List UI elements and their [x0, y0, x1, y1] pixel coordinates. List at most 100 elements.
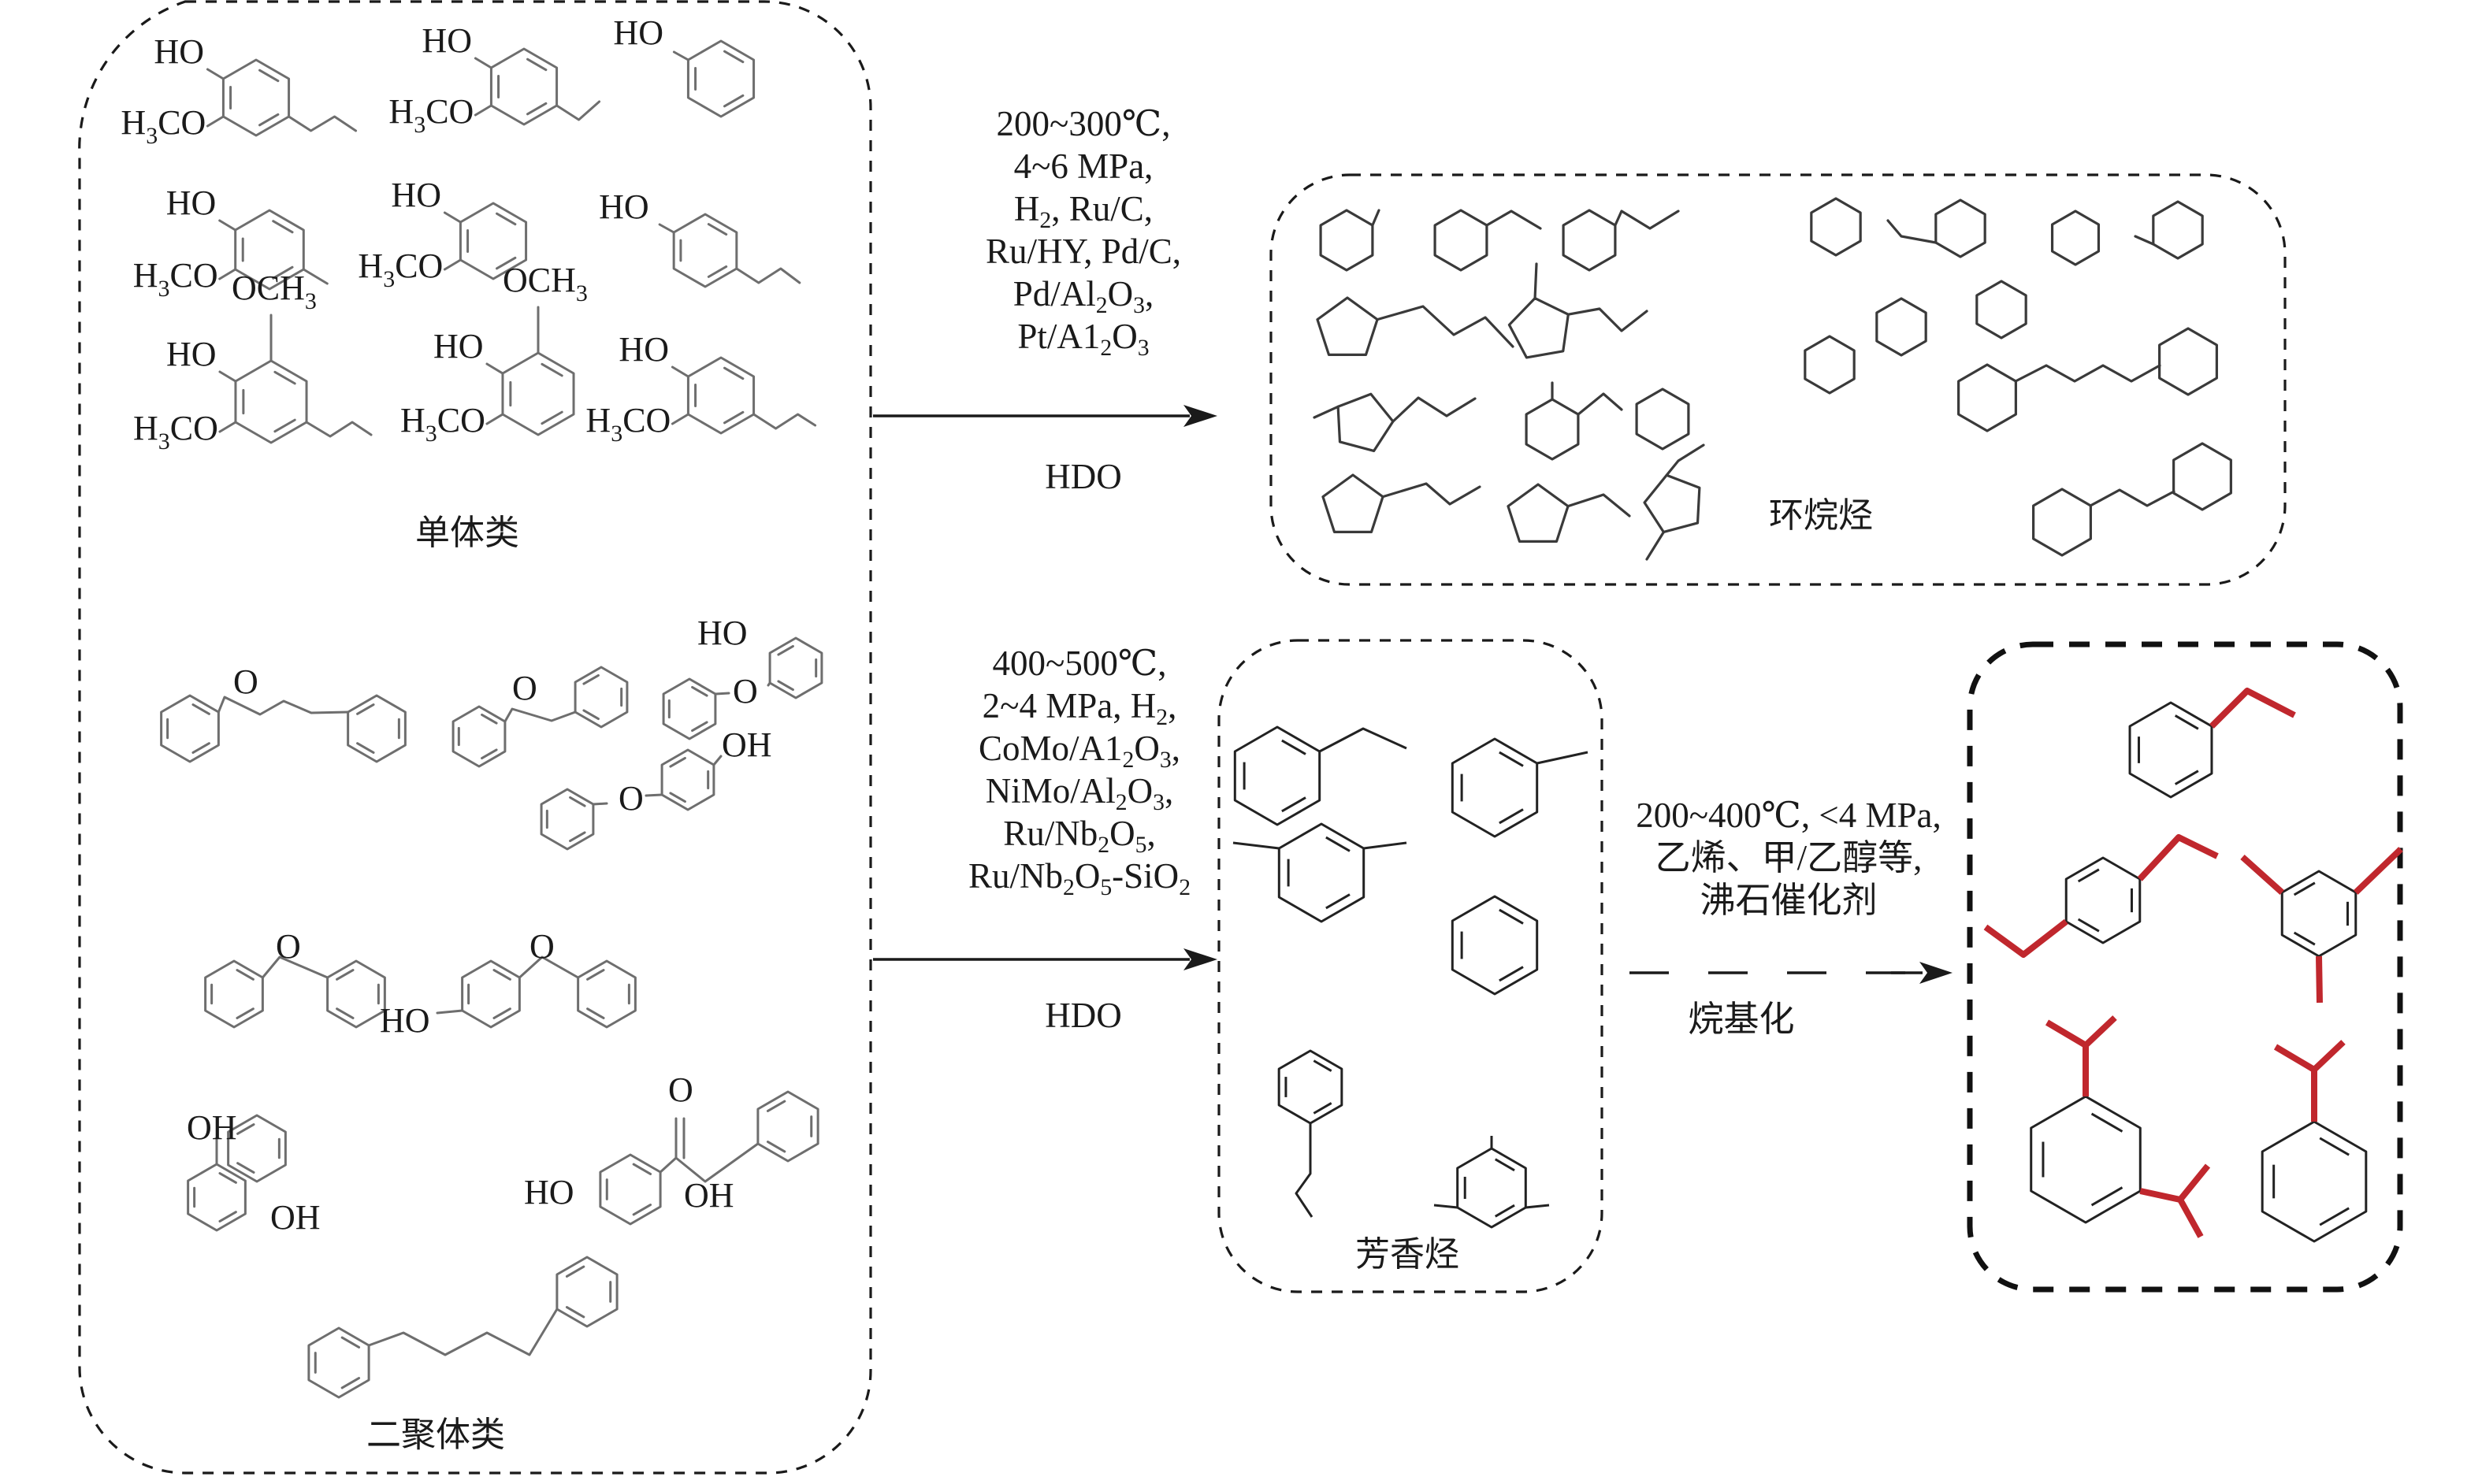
chain-bond [518, 955, 580, 979]
alkylated-aromatic-group-box [1967, 641, 2403, 1293]
ring-bond [307, 1326, 370, 1399]
bond [582, 673, 600, 685]
condition-line: Ru/HY, Pd/C, [985, 232, 1181, 271]
bond [766, 1141, 786, 1153]
methoxy-label: OCH3 [503, 261, 588, 306]
ring-bond [577, 959, 637, 1029]
bond [496, 212, 517, 226]
ring-bond [160, 694, 220, 763]
bond [273, 418, 296, 433]
chain-bond [503, 707, 577, 723]
cycloalkane-group-box [1269, 173, 2287, 586]
chain-bond [1376, 305, 1514, 348]
condition-line: Ru/Nb2O5, [1003, 814, 1156, 858]
bond [236, 1007, 255, 1019]
chain-bond [1577, 392, 1623, 416]
bond [218, 268, 237, 280]
ether-oxygen-label: O [276, 927, 301, 966]
ring-bond [451, 705, 507, 768]
molecule-1-methyl-3-propylcyclopentane [1313, 392, 1477, 453]
ring-bond [2261, 1120, 2368, 1243]
bond [443, 258, 462, 271]
hydroxyl-label: HO [524, 1173, 574, 1211]
condition-line: Pt/A12O3 [1017, 317, 1150, 361]
molecule-1-ethyl-3-methylcyclopentane [1643, 443, 1705, 561]
bond [1325, 893, 1351, 910]
bond [492, 969, 511, 981]
monomers-group-label: 单体类 [415, 513, 519, 553]
chain-bond [1381, 482, 1481, 506]
bond [565, 1306, 585, 1319]
molecule-4-ethylguaiacol: HO H3CO [388, 21, 601, 138]
ether-oxygen-label: O [233, 662, 258, 701]
molecule-1-ethyl-2-methylcyclohexane [1525, 381, 1623, 461]
ring-bond [1525, 398, 1580, 461]
bond [565, 1265, 585, 1278]
bond [218, 1211, 237, 1222]
ring-bond [204, 959, 264, 1029]
methoxy-label: H3CO [388, 92, 474, 138]
ring-bond [1635, 388, 1690, 451]
molecule-cumene [2261, 1040, 2368, 1243]
bond [340, 1336, 361, 1349]
ring-bond [672, 213, 738, 288]
bond [481, 713, 498, 725]
ring-bond [501, 351, 575, 436]
bond [2316, 955, 2323, 1004]
chain-bond [1566, 493, 1631, 518]
molecule-toluene [1451, 737, 1588, 838]
carbonyl-oxygen-label: O [668, 1070, 693, 1109]
aromatics-group-label: 芳香烃 [1355, 1234, 1459, 1274]
molecule-mesitylene [1433, 1136, 1550, 1229]
bond [2090, 1186, 2123, 1207]
ring-bond [2030, 1095, 2142, 1224]
bond [2174, 770, 2199, 785]
chain-bond [367, 1308, 559, 1356]
bond [645, 793, 663, 797]
bond [1363, 841, 1407, 850]
molecule-benzene [1451, 895, 1539, 996]
bond [474, 57, 492, 69]
bond [691, 721, 708, 733]
condition-line: 沸石催化剂 [1700, 881, 1878, 920]
ring-bond [461, 959, 521, 1029]
bond [436, 1009, 464, 1015]
bond [586, 1007, 605, 1019]
hydroxyl-label: HO [599, 187, 649, 226]
chain-bond [659, 1142, 760, 1183]
bond [632, 1204, 652, 1216]
bond [1433, 1204, 1458, 1209]
molecule-ethylbenzene [2128, 688, 2296, 799]
bond [1232, 841, 1280, 850]
ring-bond [489, 47, 559, 126]
bond [236, 1123, 255, 1135]
chain-bond [1614, 210, 1680, 230]
hdo-cycloalkane-conditions: 200~300℃,4~6 MPa,H2, Ru/C,Ru/HY, Pd/C,Pd… [906, 102, 1261, 361]
bond [206, 68, 225, 80]
bond [2174, 714, 2199, 730]
chain-bond [1886, 219, 1938, 244]
bond [569, 796, 586, 807]
hydroxyl-label: HO [422, 21, 472, 60]
bond [526, 58, 548, 72]
bond [669, 756, 686, 768]
bond [218, 370, 237, 383]
hydroxyl-label: OH [187, 1108, 237, 1147]
molecule-cyclohexane [1975, 280, 2027, 339]
ring-bond [1316, 296, 1379, 356]
ring-bond [540, 788, 595, 851]
bond [1494, 1158, 1515, 1172]
bond [2240, 855, 2284, 895]
ring-bond [599, 1153, 662, 1226]
bond [272, 220, 294, 234]
ring-bond [1810, 197, 1862, 257]
chain-bond [735, 267, 801, 284]
chain-bond [288, 115, 358, 132]
chain-bond [2177, 1163, 2211, 1238]
bond [671, 413, 689, 425]
